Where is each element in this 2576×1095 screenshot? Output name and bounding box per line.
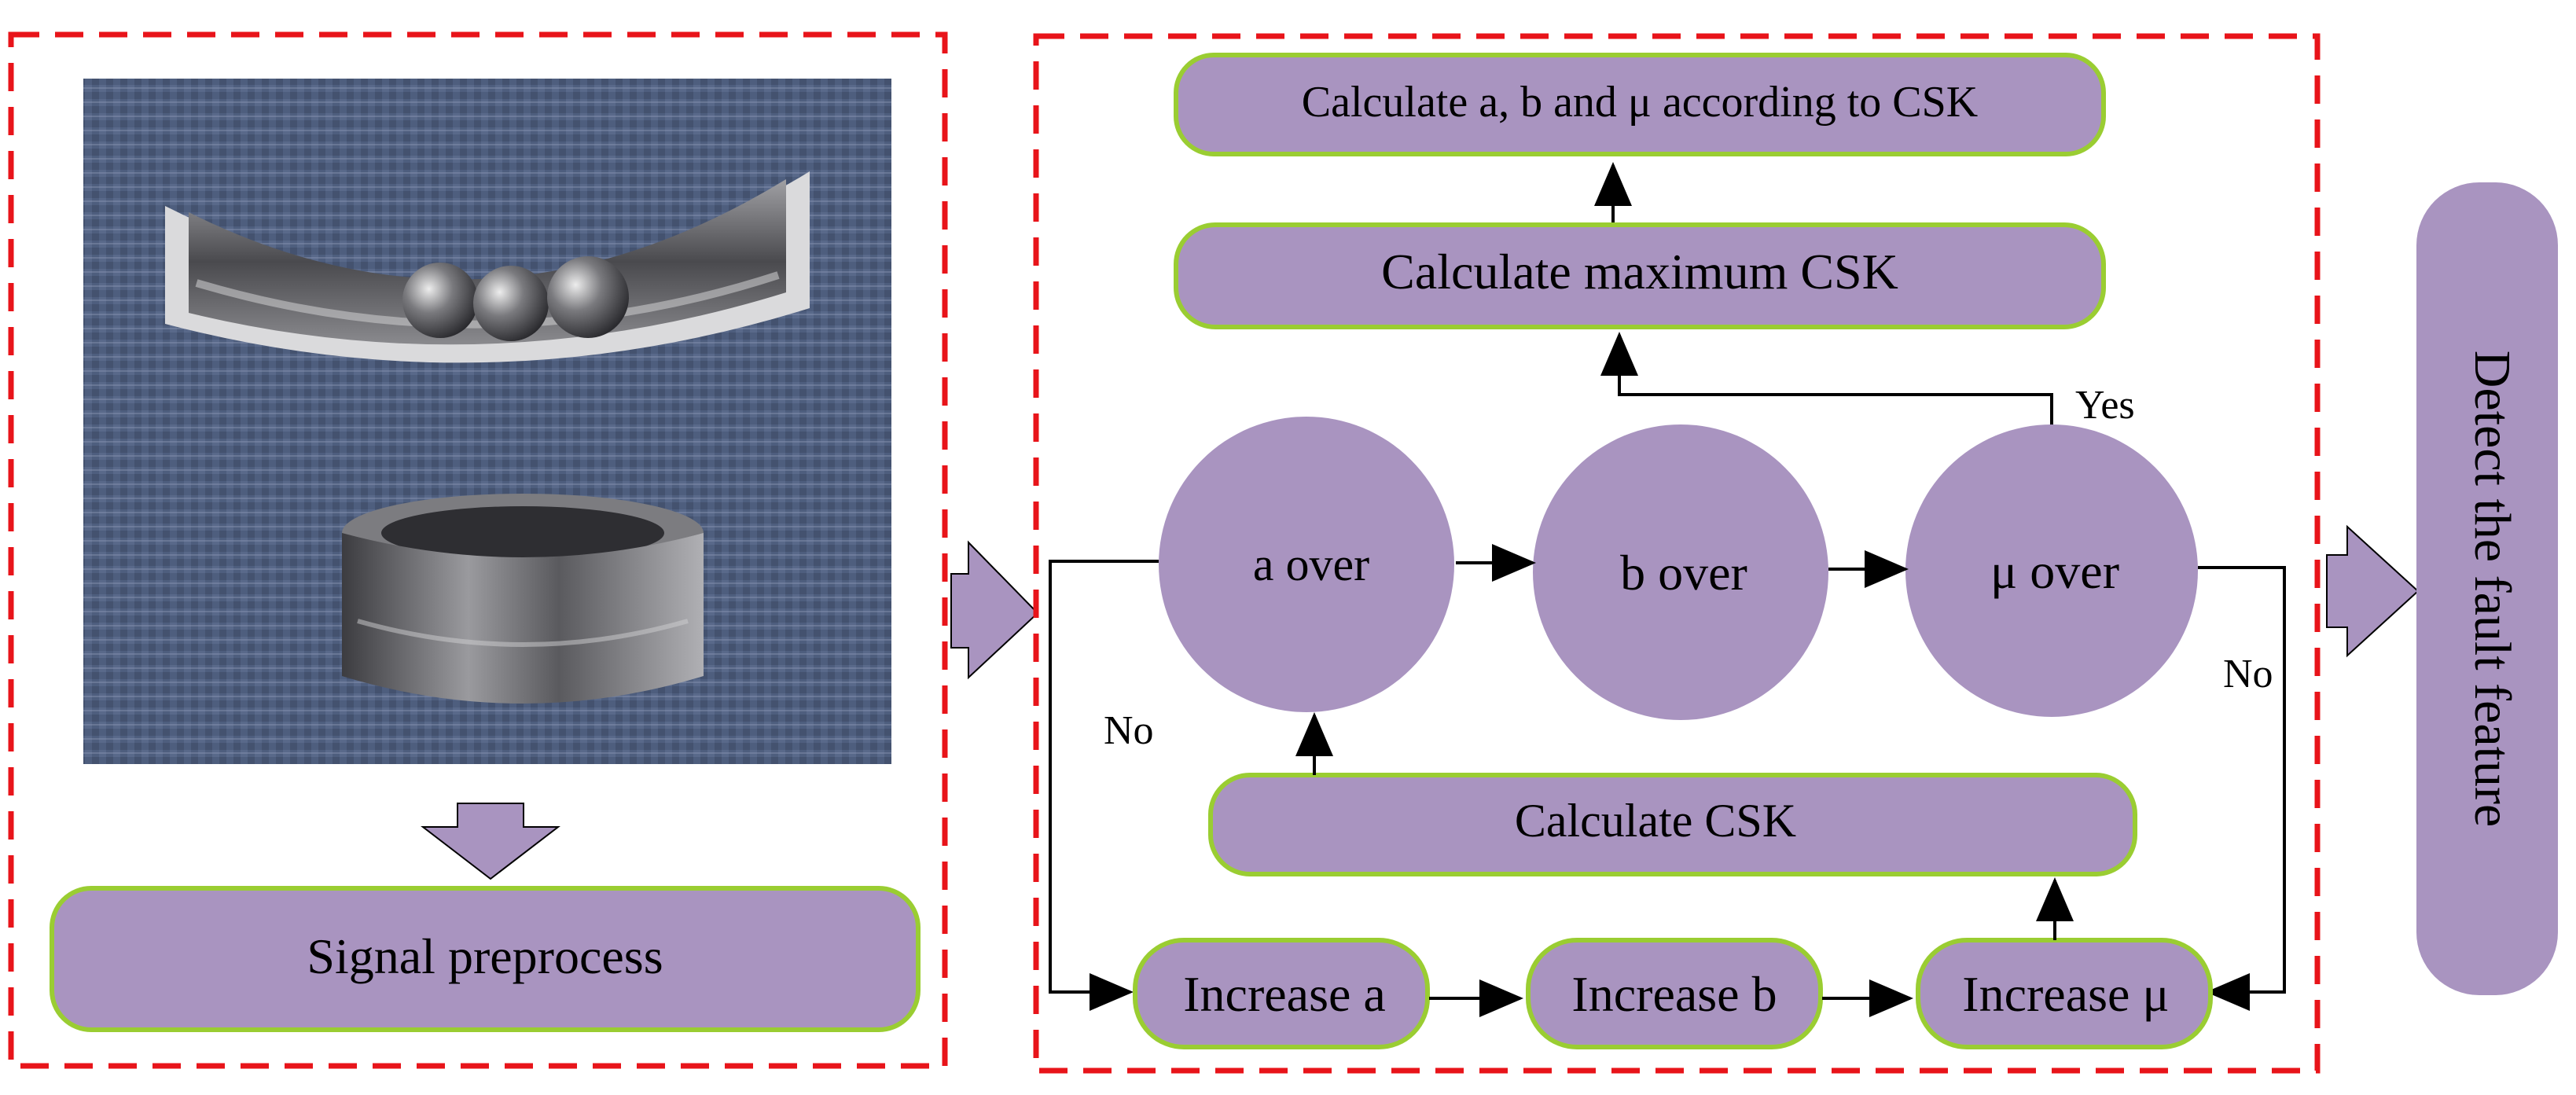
calc-max-csk-label: Calculate maximum CSK [1381, 244, 1898, 299]
detect-fault-label: Detect the fault feature [2464, 351, 2521, 827]
no-left-connector [1049, 560, 1159, 1011]
middle-panel-border [1033, 33, 2321, 1074]
no-right-label: No [2223, 652, 2273, 696]
mu-over-label: μ over [1990, 543, 2119, 599]
increase-a-box: Increase a [1133, 938, 1430, 1049]
mu-over-node: μ over [1905, 424, 2198, 717]
down-block-arrow-icon [421, 803, 560, 880]
b-over-label: b over [1620, 545, 1747, 601]
no-right-connector [2198, 566, 2286, 1011]
calc-csk-label: Calculate CSK [1515, 795, 1796, 847]
increase-mu-box: Increase μ [1916, 938, 2213, 1049]
signal-preprocess-box: Signal preprocess [50, 886, 921, 1032]
bearing-photo [83, 79, 891, 764]
right-block-arrow-icon-1 [950, 540, 1039, 680]
detect-fault-box: Detect the fault feature [2416, 182, 2558, 995]
calc-abmu-label: Calculate a, b and μ according to CSK [1302, 78, 1978, 127]
left-panel-border [8, 31, 948, 1069]
increase-a-label: Increase a [1183, 966, 1386, 1022]
calc-max-csk-box: Calculate maximum CSK [1174, 222, 2106, 329]
calc-csk-box: Calculate CSK [1208, 773, 2137, 876]
no-left-label: No [1104, 708, 1154, 753]
a-over-label: a over [1253, 538, 1369, 590]
yes-label: Yes [2075, 383, 2135, 428]
calc-abmu-box: Calculate a, b and μ according to CSK [1174, 53, 2106, 156]
signal-preprocess-label: Signal preprocess [307, 928, 663, 984]
right-block-arrow-icon-2 [2326, 524, 2420, 658]
increase-mu-label: Increase μ [1962, 966, 2169, 1022]
a-over-node: a over [1159, 417, 1454, 712]
increase-b-label: Increase b [1571, 966, 1777, 1022]
yes-connector [1600, 332, 2053, 431]
b-over-node: b over [1533, 424, 1828, 720]
increase-b-box: Increase b [1526, 938, 1823, 1049]
